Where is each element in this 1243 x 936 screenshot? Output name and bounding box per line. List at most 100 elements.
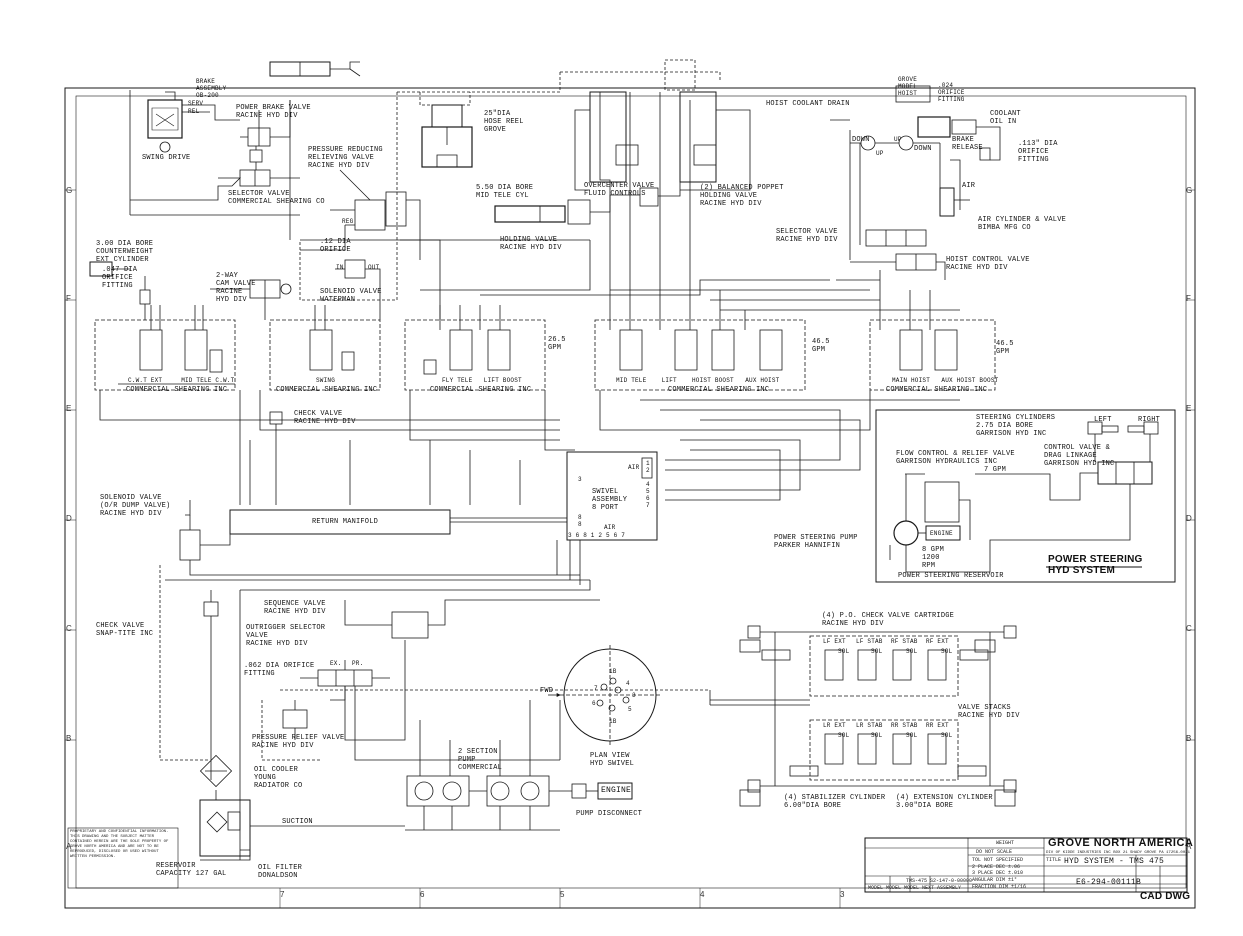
valve-bank-3 xyxy=(404,319,546,391)
label-stack-bottom: LR EXT xyxy=(823,722,846,729)
label-sol: SOL xyxy=(871,732,883,739)
title-block-title-label: TITLE xyxy=(1046,857,1062,863)
label-oil-filter: OIL FILTER DONALDSON xyxy=(258,864,303,880)
label-ps-pump: POWER STEERING PUMP PARKER HANNIFIN xyxy=(774,534,858,550)
label-gpm-26-5: 26.5 GPM xyxy=(548,336,566,352)
label-up-1: UP xyxy=(876,150,884,157)
inner-border xyxy=(75,95,1187,889)
title-block-next-assy: TMS-475 S2-147-0-00000 xyxy=(906,878,973,884)
grid-row-label: D xyxy=(66,514,72,523)
grid-row-label: D xyxy=(1186,514,1192,523)
label-swivel-ports-left: 8 8 xyxy=(578,514,582,528)
title-block-tol-row: FRACTION DIM ±1/16 xyxy=(972,884,1027,890)
label-brake-release: BRAKE RELEASE xyxy=(952,136,983,152)
label-bank-2: COMMERCIAL SHEARING INC xyxy=(276,386,378,394)
label-sol: SOL xyxy=(838,648,850,655)
label-brake-assembly: BRAKE ASSEMBLY OB-200 xyxy=(196,78,227,99)
label-swivel-ports-side: 1 2 4 5 6 7 xyxy=(646,460,650,509)
label-control-valve: CONTROL VALVE & DRAG LINKAGE GARRISON HY… xyxy=(1044,444,1115,468)
grid-col-label: 7 xyxy=(280,890,285,899)
label-down-2: DOWN xyxy=(914,145,932,153)
label-hoist-control: HOIST CONTROL VALVE RACINE HYD DIV xyxy=(946,256,1030,272)
label-stack-bottom: RR EXT xyxy=(926,722,949,729)
label-ps-title: POWER STEERING HYD SYSTEM xyxy=(1048,554,1143,576)
title-block-model-row: MODEL MODEL MODEL NEXT ASSEMBLY xyxy=(868,885,962,891)
label-solenoid-waterman: SOLENOID VALVE WATERMAN xyxy=(320,288,382,304)
label-counterweight: 3.00 DIA BORE COUNTERWEIGHT EXT CYLINDER xyxy=(96,240,154,264)
grid-row-label: C xyxy=(66,624,72,633)
label-in: IN xyxy=(336,264,344,271)
label-swivel-num: 4 xyxy=(626,680,630,687)
label-down-1: DOWN xyxy=(852,136,870,144)
label-grove-hoist: GROVE MODEL HOIST xyxy=(898,76,918,97)
label-balanced-poppet: (2) BALANCED POPPET HOLDING VALVE RACINE… xyxy=(700,184,784,208)
grid-col-label: 3 xyxy=(840,890,845,899)
hose-reel xyxy=(431,104,463,128)
power-steering-box xyxy=(875,409,1176,583)
label-gpm-46-5-b: 46.5 GPM xyxy=(996,340,1014,356)
label-gpm-8: 8 GPM 1200 RPM xyxy=(922,546,945,570)
label-orifice-12: .12 DIA ORIFICE xyxy=(320,238,351,254)
title-block-do-not-scale: DO NOT SCALE xyxy=(976,849,1013,855)
label-swivel-num: 1B xyxy=(609,718,617,725)
grid-row-label: F xyxy=(1186,294,1191,303)
reservoir xyxy=(199,799,251,857)
label-swivel-num: 1B xyxy=(609,668,617,675)
label-swivel: SWIVEL ASSEMBLY 8 PORT xyxy=(592,488,628,512)
label-stack-top: LF STAB xyxy=(856,638,883,645)
label-sol: SOL xyxy=(906,732,918,739)
label-bank-5-sections: MAIN HOIST AUX HOIST BOOST xyxy=(892,377,999,384)
label-fwd: FWD xyxy=(540,687,554,695)
title-block-company: GROVE NORTH AMERICA xyxy=(1048,837,1194,849)
title-block-weight: WEIGHT xyxy=(996,840,1015,846)
grid-col-label: 4 xyxy=(700,890,705,899)
label-bank-1: COMMERCIAL SHEARING INC xyxy=(126,386,228,394)
engine-2-box xyxy=(597,782,633,800)
label-orifice-024: .024 ORIFICE FITTING xyxy=(938,82,965,103)
valve-bank-1 xyxy=(94,319,236,391)
title-block-cad: CAD DWG xyxy=(1140,891,1191,902)
label-pd-check: (4) P.O. CHECK VALVE CARTRIDGE RACINE HY… xyxy=(822,612,955,628)
title-block-tol: TOL NOT SPECIFIED xyxy=(972,857,1024,863)
label-bank-3: COMMERCIAL SHEARING INC xyxy=(430,386,532,394)
label-gpm-7: 7 GPM xyxy=(984,466,1007,474)
grid-row-label: A xyxy=(1186,842,1192,851)
label-cam-valve: 2-WAY CAM VALVE RACINE HYD DIV xyxy=(216,272,256,304)
grid-row-label: A xyxy=(66,842,72,851)
label-pump-disconnect: PUMP DISCONNECT xyxy=(576,810,643,818)
label-pr: PR. xyxy=(352,660,364,667)
label-sol: SOL xyxy=(838,732,850,739)
label-steering-cyl: STEERING CYLINDERS 2.75 DIA BORE GARRISO… xyxy=(976,414,1056,438)
outer-border xyxy=(64,87,1196,909)
label-return-manifold: RETURN MANIFOLD xyxy=(312,518,379,526)
label-swivel-num: 6 xyxy=(592,700,596,707)
title-block-tol-row: ANGULAR DIM ±1° xyxy=(972,877,1018,883)
label-right: RIGHT xyxy=(1138,416,1161,424)
proprietary-notes: PROPRIETARY AND CONFIDENTIAL INFORMATION… xyxy=(70,830,171,859)
label-selector-valve-cs: SELECTOR VALVE COMMERCIAL SHEARING CO xyxy=(228,190,325,206)
grid-row-label: E xyxy=(66,404,72,413)
label-suction: SUCTION xyxy=(282,818,313,826)
label-pressure-reducing: PRESSURE REDUCING RELIEVING VALVE RACINE… xyxy=(308,146,383,170)
label-mid-tele-cyl: 5.50 DIA BORE MID TELE CYL xyxy=(476,184,534,200)
label-stab-cyl: (4) STABILIZER CYLINDER 6.00"DIA BORE xyxy=(784,794,886,810)
label-overcenter: OVERCENTER VALVE FLUID CONTROLS xyxy=(584,182,655,198)
title-block-company-sub: DIV OF KIDDE INDUSTRIES INC BOX 21 SHADY… xyxy=(1046,851,1191,855)
air-cylinder xyxy=(939,187,955,217)
label-swivel-num: 7 xyxy=(594,685,598,692)
valve-bank-5 xyxy=(869,319,996,391)
label-orifice-113: .113" DIA ORIFICE FITTING xyxy=(1018,140,1058,164)
label-check-snap: CHECK VALVE SNAP-TITE INC xyxy=(96,622,154,638)
label-swivel-num: 3 xyxy=(632,692,636,699)
label-serv: SERV xyxy=(188,100,204,107)
label-stack-top: RF STAB xyxy=(891,638,918,645)
grid-row-label: E xyxy=(1186,404,1192,413)
label-swivel-port-3: 3 xyxy=(578,476,582,483)
title-block xyxy=(67,827,1188,893)
label-holding-valve: HOLDING VALVE RACINE HYD DIV xyxy=(500,236,562,252)
title-block-tol-row: 3 PLACE DEC ±.010 xyxy=(972,870,1024,876)
label-swivel-air: AIR xyxy=(628,464,640,471)
pump-section-a xyxy=(406,775,470,807)
grid-row-label: G xyxy=(1186,186,1193,195)
